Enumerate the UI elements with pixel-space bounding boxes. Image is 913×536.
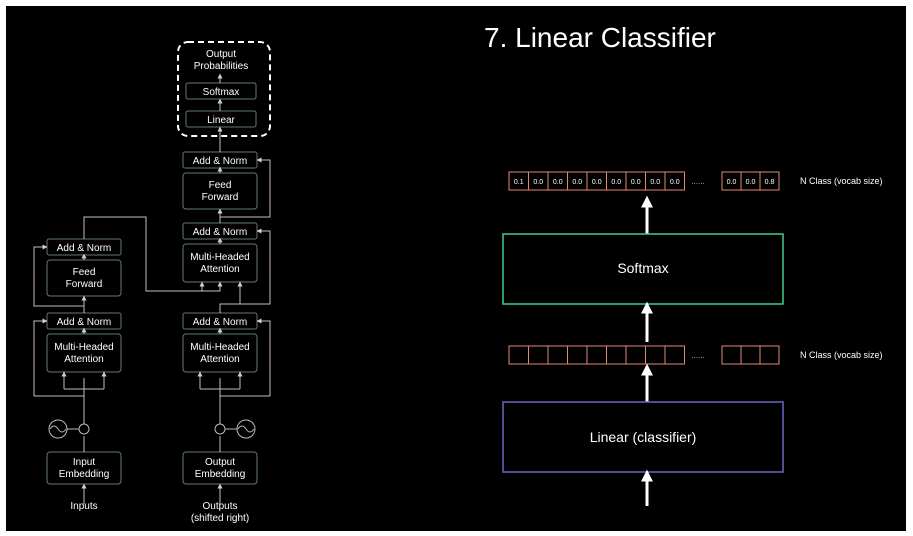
probability-cell (664, 171, 685, 191)
encoder-attention-box (46, 333, 122, 373)
linear-label: Linear (207, 115, 235, 126)
probability-vector-size-label: N Class (vocab size) (800, 176, 883, 186)
probability-value: 0.0 (611, 179, 621, 186)
encoder-feed-forward-box (46, 259, 122, 297)
inputs-label: Inputs (70, 501, 97, 512)
logit-cell (625, 345, 646, 365)
classifier-softmax-label: Softmax (617, 260, 668, 276)
transformer-architecture (33, 41, 271, 504)
probability-value: 0.8 (765, 179, 775, 186)
classifier-linear-label: Linear (classifier) (590, 429, 697, 445)
logits-vector (508, 345, 780, 365)
encoder-positional-encoding-icon (48, 419, 90, 439)
decoder-add-norm-1-label: Add & Norm (193, 317, 247, 328)
logit-cell (586, 345, 607, 365)
probability-value: 0.0 (650, 179, 660, 186)
decoder-add-norm-3-label: Add & Norm (193, 156, 247, 167)
softmax-label: Softmax (203, 87, 240, 98)
probability-value: 0.1 (514, 179, 524, 186)
decoder-positional-encoding-icon (214, 419, 256, 439)
logit-cell (547, 345, 568, 365)
encoder-add-norm-2-label: Add & Norm (57, 243, 111, 254)
slide: 7. Linear Classifier (6, 6, 906, 531)
probability-value: 0.0 (572, 179, 582, 186)
transformer-connectors (33, 73, 271, 504)
logit-cell (508, 345, 529, 365)
logit-cell (645, 345, 666, 365)
linear-classifier-diagram: 0.1 0.0 0.0 0.0 0.0 0.0 0.0 0.0 0.0 0.0 0.0 0.8 ...… (502, 171, 883, 506)
probability-value: 0.0 (592, 179, 602, 186)
probability-value: 0.0 (746, 179, 756, 186)
logits-vector-size-label: N Class (vocab size) (800, 350, 883, 360)
outputs-label: Outputs(shifted right) (191, 501, 249, 524)
logit-cell (740, 345, 761, 365)
decoder-feed-forward-box (182, 172, 258, 210)
logit-cell (567, 345, 588, 365)
probability-value: 0.0 (670, 179, 680, 186)
logit-cell (528, 345, 549, 365)
probability-value: 0.0 (533, 179, 543, 186)
logit-cell (759, 345, 780, 365)
logits-vector-ellipsis: ...... (691, 351, 704, 360)
probability-value: 0.0 (631, 179, 641, 186)
probability-vector-ellipsis: ...... (691, 177, 704, 186)
logit-cell (721, 345, 742, 365)
probability-value: 0.0 (727, 179, 737, 186)
output-head-dashed-box (177, 41, 271, 137)
probability-value: 0.0 (553, 179, 563, 186)
slide-title: 7. Linear Classifier (484, 22, 716, 53)
probability-vector: 0.1 0.0 0.0 0.0 0.0 0.0 0.0 0.0 0.0 0.0 0.0 0.8 (508, 171, 780, 191)
decoder-add-norm-2-label: Add & Norm (193, 227, 247, 238)
encoder-add-norm-1-label: Add & Norm (57, 317, 111, 328)
logit-cell (606, 345, 627, 365)
probability-cell (759, 171, 780, 191)
decoder-self-attention-box (182, 333, 258, 373)
logit-cell (664, 345, 685, 365)
decoder-cross-attention-box (182, 243, 258, 283)
